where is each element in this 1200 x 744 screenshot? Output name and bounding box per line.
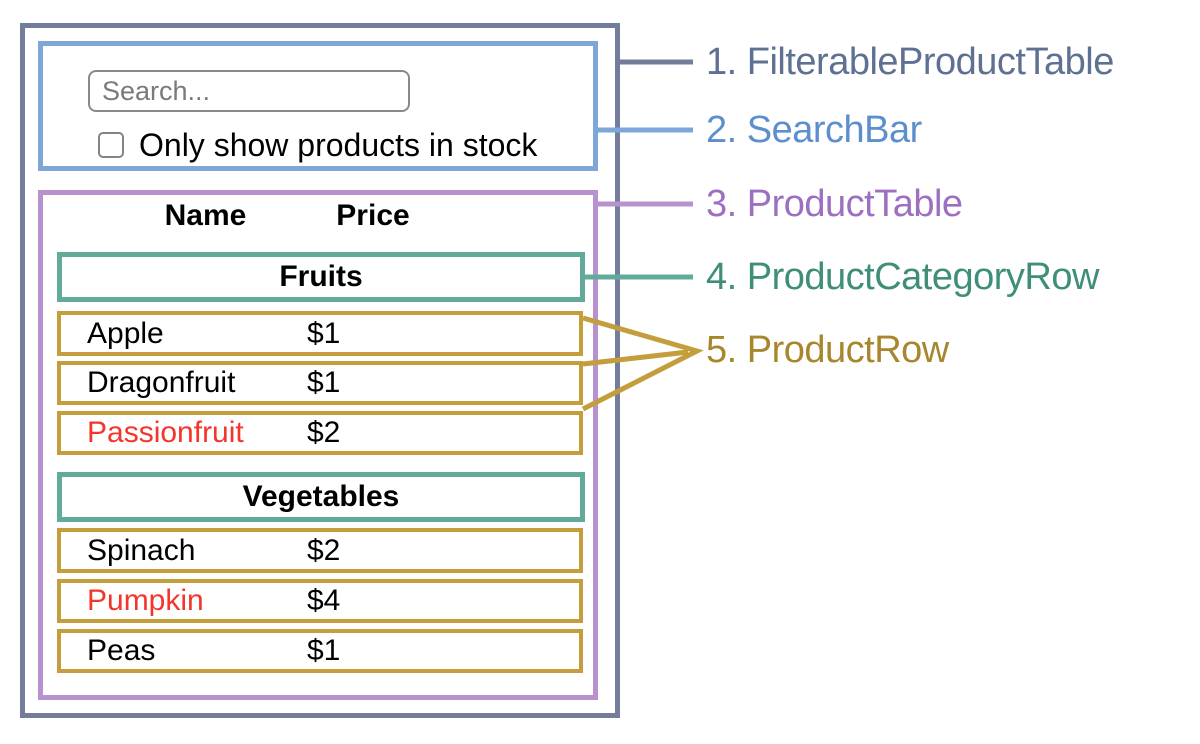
product-price: $1 <box>307 316 341 350</box>
product-row: Spinach $2 <box>57 528 583 573</box>
product-name: Peas <box>87 634 156 667</box>
product-row: Passionfruit $2 <box>57 411 583 455</box>
filterable-product-table-box: Only show products in stock Name Price F… <box>20 23 620 718</box>
product-name: Dragonfruit <box>87 366 236 399</box>
annotation-search-bar: 2. SearchBar <box>706 109 922 151</box>
product-category-row-fruits: Fruits <box>57 252 585 302</box>
product-price: $2 <box>307 533 341 567</box>
product-row: Pumpkin $4 <box>57 579 583 623</box>
product-price: $2 <box>307 416 341 449</box>
search-bar-box: Only show products in stock <box>38 41 598 171</box>
product-row: Apple $1 <box>57 311 583 356</box>
product-price: $1 <box>307 634 341 667</box>
in-stock-checkbox-label: Only show products in stock <box>139 127 538 163</box>
column-header-price: Price <box>336 199 410 232</box>
product-category-row-vegetables: Vegetables <box>57 472 585 522</box>
product-name: Spinach <box>87 533 196 567</box>
product-name: Apple <box>87 316 164 350</box>
annotation-product-table: 3. ProductTable <box>706 183 963 225</box>
annotation-product-row: 5. ProductRow <box>706 329 949 371</box>
product-name: Pumpkin <box>87 584 204 617</box>
product-name: Passionfruit <box>87 416 244 449</box>
product-row: Dragonfruit $1 <box>57 361 583 405</box>
column-header-name: Name <box>164 199 247 232</box>
product-price: $1 <box>307 366 341 399</box>
product-table-box: Name Price Fruits Apple $1 Dragonfruit $… <box>38 190 598 700</box>
in-stock-checkbox[interactable] <box>98 132 124 158</box>
in-stock-filter-row: Only show products in stock <box>98 128 537 162</box>
annotation-filterable-product-table: 1. FilterableProductTable <box>706 41 1114 83</box>
product-price: $4 <box>307 584 341 617</box>
search-input[interactable] <box>88 70 410 112</box>
annotation-product-category-row: 4. ProductCategoryRow <box>706 256 1099 298</box>
product-row: Peas $1 <box>57 629 583 673</box>
